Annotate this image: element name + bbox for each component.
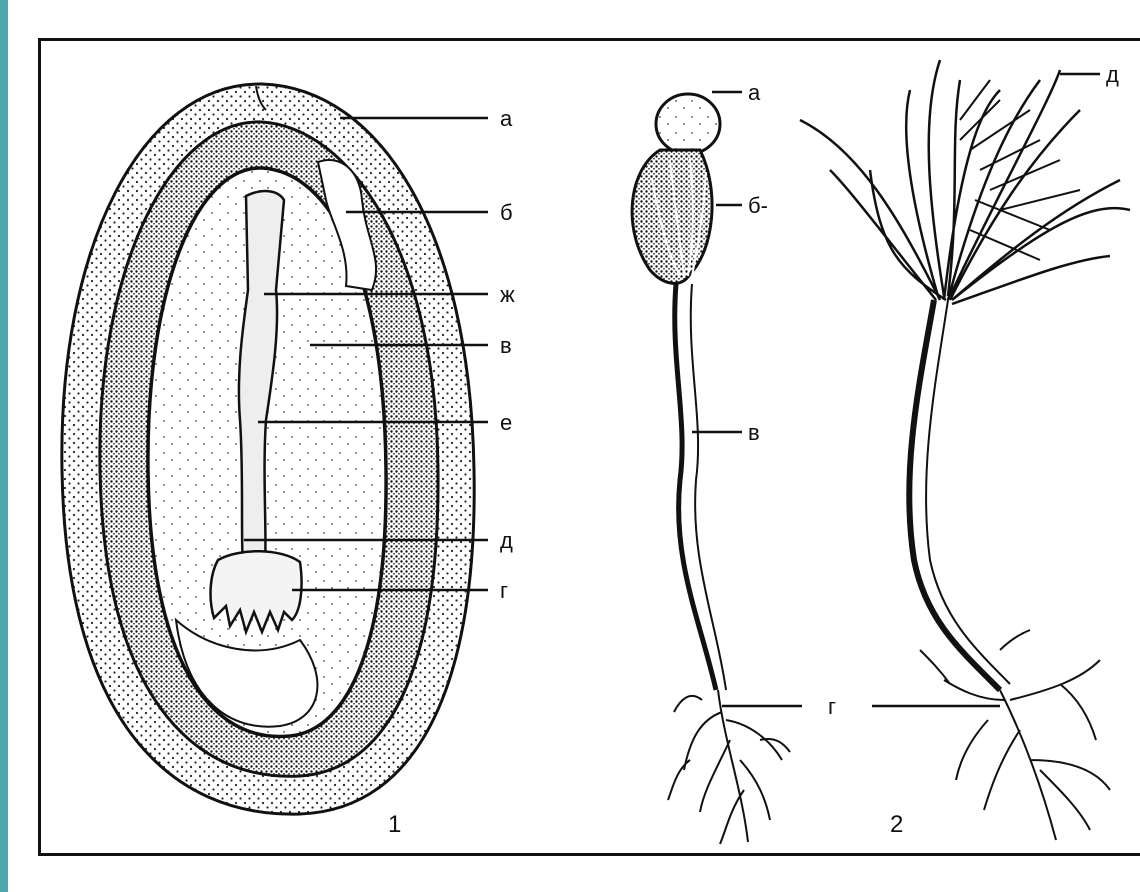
label-fig1-e: е <box>500 410 512 435</box>
label-fig1-g: г <box>500 578 508 603</box>
older-seedling <box>800 60 1130 840</box>
figure2-number: 2 <box>890 811 903 838</box>
label-fig1-v: в <box>500 333 512 358</box>
tree-roots <box>920 630 1110 840</box>
label-fig2-d: д <box>1106 62 1119 87</box>
label-fig1-a: а <box>500 106 513 131</box>
label-fig2-g: г <box>828 694 836 719</box>
label-fig2-b: б- <box>748 193 768 218</box>
seedling-seed-coat <box>656 94 720 154</box>
label-fig1-d: д <box>500 528 513 553</box>
tree-stem <box>909 300 1000 690</box>
label-fig2-a: а <box>748 80 761 105</box>
label-fig1-zh: ж <box>500 282 515 307</box>
figure2-labels: а б- в г д 2 <box>748 62 1119 838</box>
figure1-number: 1 <box>388 811 401 838</box>
seedling-cotyledons <box>632 150 712 283</box>
seedling-roots <box>668 690 790 844</box>
seed-cross-section <box>62 84 474 814</box>
tree-needles <box>800 60 1130 304</box>
label-fig2-v: в <box>748 420 760 445</box>
label-fig1-b: б <box>500 200 513 225</box>
